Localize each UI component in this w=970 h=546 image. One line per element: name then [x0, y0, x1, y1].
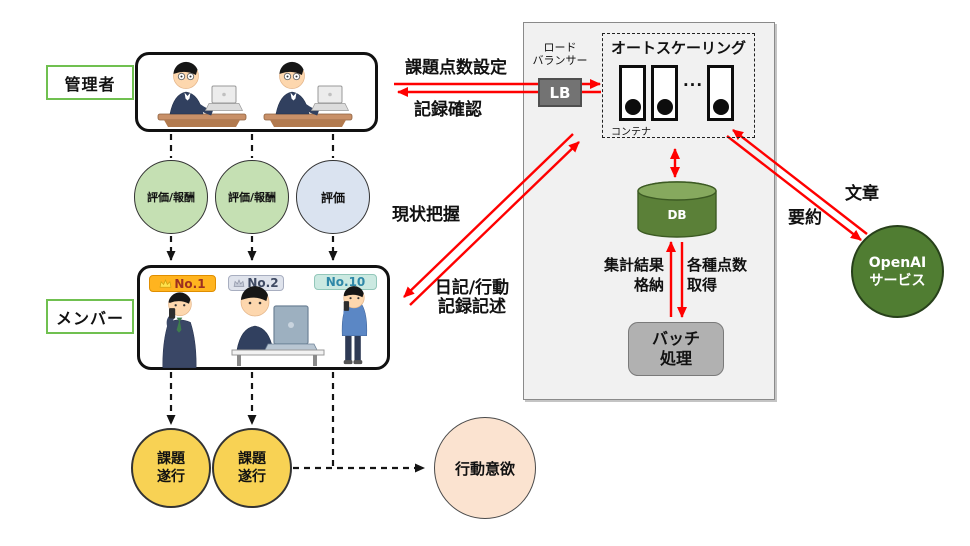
- arrow-diary-records: [409, 141, 580, 306]
- eval-circle-1-text: 評価/報酬: [146, 191, 196, 204]
- arrow-to-openai: [726, 135, 862, 241]
- eval-circle-1: 評価/報酬: [134, 160, 208, 234]
- eval-circle-3: 評価: [296, 160, 370, 234]
- arrow-status-grasp: [403, 133, 574, 298]
- db-text: DB: [667, 208, 686, 222]
- badge-no10-text: No.10: [325, 275, 366, 289]
- load-balancer-box: LB: [538, 78, 582, 107]
- label-task-score-setting: 課題点数設定: [405, 58, 507, 78]
- batch-box-line1: バッチ: [651, 329, 700, 348]
- admin-label-text: 管理者: [64, 74, 116, 94]
- label-diary-line1: 日記/行動: [434, 278, 510, 298]
- label-get-scores-line1: 各種点数: [687, 256, 748, 274]
- autoscaling-title: オートスケーリング: [610, 39, 746, 57]
- admin-label: 管理者: [46, 65, 134, 100]
- label-diary-line2: 記録記述: [438, 297, 506, 317]
- admin-box: [135, 52, 378, 132]
- member-box: No.1 No.2 No.10: [137, 265, 390, 370]
- member-person-3-icon: [341, 286, 368, 365]
- label-diary-records: 日記/行動 記録記述: [423, 279, 521, 317]
- label-record-confirmation: 記録確認: [414, 100, 482, 120]
- crown-gold-icon: [159, 278, 172, 288]
- badge-no1-text: No.1: [174, 276, 206, 291]
- container-dot-icon: [712, 99, 729, 115]
- openai-circle-line1: OpenAI: [868, 254, 927, 271]
- label-summary-line2: 要約: [788, 208, 822, 228]
- container-ellipsis: ···: [682, 76, 704, 94]
- load-balancer-label-line2: バランサー: [532, 54, 588, 67]
- container-dot-icon: [624, 99, 641, 115]
- db-cylinder-icon: DB: [637, 181, 717, 238]
- container-label: コンテナ: [611, 127, 651, 138]
- motivation-circle: 行動意欲: [434, 417, 536, 519]
- member-label: メンバー: [46, 299, 134, 334]
- label-get-scores-line2: 取得: [687, 276, 718, 294]
- member-label-text: メンバー: [55, 308, 124, 328]
- eval-circle-3-text: 評価: [320, 190, 345, 205]
- task-circle-2: 課題 遂行: [212, 428, 292, 508]
- label-status-grasp: 現状把握: [392, 205, 460, 225]
- badge-no1: No.1: [149, 275, 216, 292]
- eval-circle-2: 評価/報酬: [215, 160, 289, 234]
- autoscaling-box: オートスケーリング ··· コンテナ: [602, 33, 755, 138]
- label-store-results: 集計結果 格納: [584, 255, 664, 295]
- container-icon-2: [651, 65, 678, 121]
- member-person-2-icon: [231, 286, 325, 366]
- task-circle-2-line1: 課題: [238, 451, 266, 467]
- load-balancer-label: ロード バランサー: [524, 41, 596, 67]
- load-balancer-label-line1: ロード: [543, 41, 577, 54]
- container-dot-icon: [656, 99, 673, 115]
- container-icon-1: [619, 65, 646, 121]
- task-circle-1: 課題 遂行: [131, 428, 211, 508]
- task-circle-2-line2: 遂行: [238, 469, 266, 485]
- openai-circle-line2: サービス: [869, 272, 926, 289]
- admin-person-2-icon: [263, 61, 353, 127]
- load-balancer-text: LB: [549, 83, 571, 102]
- container-icon-3: [707, 65, 734, 121]
- arrow-from-openai: [732, 129, 868, 235]
- motivation-circle-text: 行動意欲: [454, 459, 515, 478]
- task-circle-1-line2: 遂行: [157, 469, 185, 485]
- label-summary-line1: 文章: [845, 184, 879, 204]
- eval-circle-2-text: 評価/報酬: [227, 191, 277, 204]
- badge-no10: No.10: [314, 274, 377, 290]
- member-person-1-icon: [162, 292, 197, 368]
- openai-circle: OpenAI サービス: [851, 225, 944, 318]
- label-get-scores: 各種点数 取得: [687, 255, 769, 295]
- batch-box-line2: 処理: [659, 349, 692, 368]
- admin-person-1-icon: [157, 61, 247, 127]
- batch-box: バッチ 処理: [628, 322, 724, 376]
- label-store-results-line2: 格納: [633, 276, 664, 294]
- task-circle-1-line1: 課題: [157, 451, 185, 467]
- label-store-results-line1: 集計結果: [603, 256, 664, 274]
- crown-silver-icon: [234, 278, 245, 287]
